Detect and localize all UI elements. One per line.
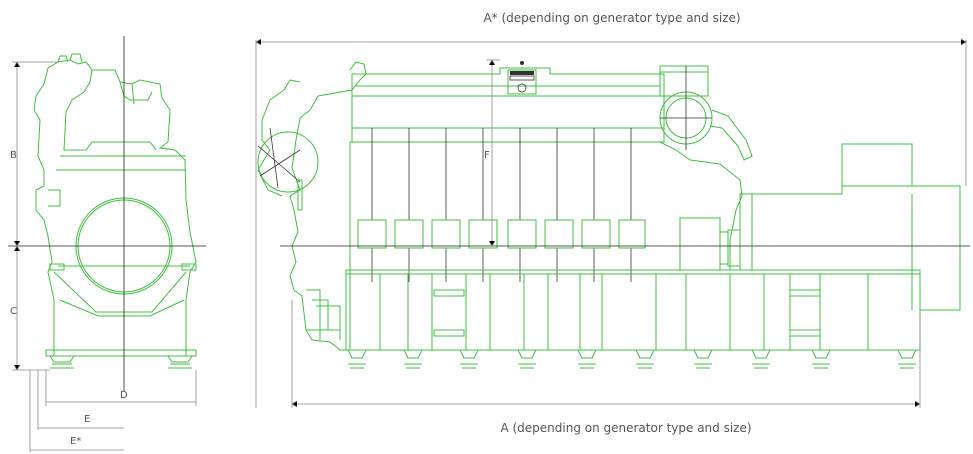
cylinder-centerlines bbox=[371, 128, 632, 282]
dim-c-label: C bbox=[10, 306, 17, 317]
engine-block-upper bbox=[351, 95, 665, 143]
end-view bbox=[8, 36, 206, 392]
dim-d-label: D bbox=[120, 390, 128, 401]
base-frame bbox=[345, 269, 921, 351]
side-view-dimensions: A* (depending on generator type and size… bbox=[255, 11, 967, 435]
dim-a-star-label: A* (depending on generator type and size… bbox=[483, 11, 740, 25]
coupling-housing bbox=[679, 217, 721, 271]
side-view bbox=[257, 61, 970, 369]
end-view-mount-left bbox=[49, 355, 75, 369]
dim-e-star-label: E* bbox=[70, 436, 81, 447]
flywheel-circle bbox=[257, 131, 319, 193]
end-view-dimensions: B C D E E* bbox=[10, 61, 197, 452]
end-view-cradle bbox=[53, 265, 190, 317]
generator bbox=[739, 143, 961, 311]
dim-e-label: E bbox=[84, 414, 90, 425]
end-view-mount-right bbox=[167, 355, 193, 369]
dim-f-label: F bbox=[484, 150, 490, 161]
piston-icon bbox=[507, 61, 537, 95]
dim-a-label: A (depending on generator type and size) bbox=[500, 421, 751, 435]
dim-b-label: B bbox=[10, 150, 17, 161]
cylinder-covers bbox=[357, 219, 646, 249]
turbocharger bbox=[659, 65, 753, 161]
end-view-outline bbox=[33, 59, 197, 357]
side-view-mounts bbox=[347, 349, 917, 369]
